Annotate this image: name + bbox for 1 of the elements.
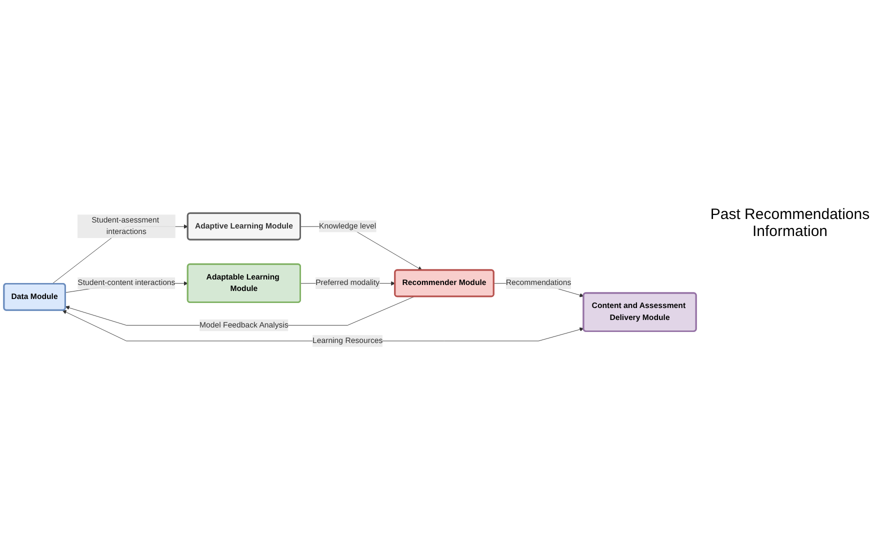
- note-text: Past Recommendations Information: [710, 206, 870, 240]
